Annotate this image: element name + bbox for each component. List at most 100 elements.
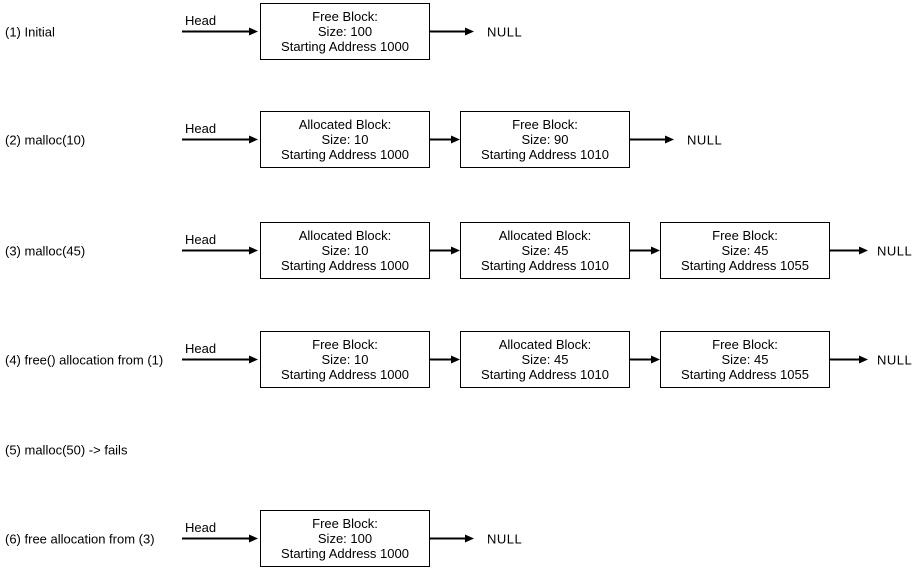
block-address: Starting Address 1055 [681, 258, 809, 273]
arrow-shaft [182, 138, 249, 141]
arrow-shaft [430, 30, 465, 33]
arrow-shaft [630, 138, 665, 141]
arrow-shaft [182, 358, 249, 361]
block-address: Starting Address 1000 [281, 546, 409, 561]
head-arrow [182, 355, 258, 364]
block-size: Size: 90 [521, 132, 569, 147]
block-address: Starting Address 1010 [481, 147, 609, 162]
block-size: Size: 45 [521, 243, 569, 258]
arrow-head-icon [651, 355, 660, 364]
step-label: (4) free() allocation from (1) [5, 352, 164, 367]
block-size: Size: 100 [317, 531, 373, 546]
arrow-head-icon [249, 534, 258, 543]
block-title: Allocated Block: [498, 228, 592, 243]
memory-block: Free Block: Size: 45 Starting Address 10… [660, 331, 830, 388]
block-title: Free Block: [312, 516, 378, 531]
head-arrow [182, 27, 258, 36]
step-label: (6) free allocation from (3) [5, 531, 155, 546]
head-label: Head [185, 340, 217, 356]
arrow-head-icon [859, 246, 868, 255]
block-address: Starting Address 1010 [481, 367, 609, 382]
next-arrow [430, 355, 460, 364]
next-arrow [430, 534, 474, 543]
arrow-head-icon [465, 27, 474, 36]
null-label: NULL [877, 243, 913, 258]
arrow-shaft [430, 358, 451, 361]
block-size: Size: 45 [721, 352, 769, 367]
head-label: Head [185, 519, 217, 535]
arrow-head-icon [451, 246, 460, 255]
block-title: Allocated Block: [298, 228, 392, 243]
next-arrow [630, 355, 660, 364]
block-title: Allocated Block: [298, 117, 392, 132]
null-label: NULL [487, 24, 523, 39]
head-arrow [182, 534, 258, 543]
arrow-shaft [630, 358, 651, 361]
arrow-shaft [182, 537, 249, 540]
head-pointer: Head [182, 510, 258, 567]
head-label: Head [185, 120, 217, 136]
step-label: (3) malloc(45) [5, 243, 86, 258]
arrow-head-icon [249, 135, 258, 144]
arrow-head-icon [249, 355, 258, 364]
arrow-head-icon [249, 27, 258, 36]
diagram-row-1: (1) Initial Head Free Block: Size: 100 S… [0, 3, 921, 60]
block-size: Size: 45 [721, 243, 769, 258]
memory-block: Allocated Block: Size: 45 Starting Addre… [460, 331, 630, 388]
arrow-shaft [430, 537, 465, 540]
arrow-head-icon [651, 246, 660, 255]
arrow-head-icon [665, 135, 674, 144]
head-arrow [182, 246, 258, 255]
block-address: Starting Address 1000 [281, 258, 409, 273]
head-pointer: Head [182, 3, 258, 60]
diagram-row-5: (5) malloc(50) -> fails [0, 421, 921, 478]
next-arrow [630, 135, 674, 144]
diagram-row-6: (6) free allocation from (3) Head Free B… [0, 510, 921, 567]
memory-block: Free Block: Size: 45 Starting Address 10… [660, 222, 830, 279]
next-arrow [430, 135, 460, 144]
block-size: Size: 10 [321, 243, 369, 258]
arrow-shaft [430, 138, 451, 141]
memory-block: Free Block: Size: 100 Starting Address 1… [260, 510, 430, 567]
block-title: Allocated Block: [498, 337, 592, 352]
head-pointer: Head [182, 222, 258, 279]
arrow-head-icon [451, 355, 460, 364]
step-label: (2) malloc(10) [5, 132, 86, 147]
next-arrow [830, 355, 868, 364]
memory-block: Allocated Block: Size: 10 Starting Addre… [260, 111, 430, 168]
block-title: Free Block: [712, 337, 778, 352]
head-label: Head [185, 231, 217, 247]
block-size: Size: 100 [317, 24, 373, 39]
head-pointer: Head [182, 111, 258, 168]
null-label: NULL [687, 132, 723, 147]
head-label: Head [185, 12, 217, 28]
arrow-shaft [830, 249, 859, 252]
memory-block: Free Block: Size: 90 Starting Address 10… [460, 111, 630, 168]
block-size: Size: 10 [321, 352, 369, 367]
next-arrow [830, 246, 868, 255]
arrow-head-icon [249, 246, 258, 255]
step-label: (1) Initial [5, 24, 55, 39]
block-title: Free Block: [312, 337, 378, 352]
block-address: Starting Address 1055 [681, 367, 809, 382]
arrow-shaft [182, 249, 249, 252]
diagram-row-4: (4) free() allocation from (1) Head Free… [0, 331, 921, 388]
block-address: Starting Address 1010 [481, 258, 609, 273]
block-title: Free Block: [512, 117, 578, 132]
block-title: Free Block: [712, 228, 778, 243]
memory-block: Free Block: Size: 10 Starting Address 10… [260, 331, 430, 388]
arrow-shaft [630, 249, 651, 252]
memory-block: Allocated Block: Size: 10 Starting Addre… [260, 222, 430, 279]
arrow-shaft [182, 30, 249, 33]
block-address: Starting Address 1000 [281, 147, 409, 162]
block-address: Starting Address 1000 [281, 367, 409, 382]
block-size: Size: 45 [521, 352, 569, 367]
null-label: NULL [487, 531, 523, 546]
block-address: Starting Address 1000 [281, 39, 409, 54]
arrow-shaft [430, 249, 451, 252]
arrow-head-icon [859, 355, 868, 364]
next-arrow [430, 246, 460, 255]
diagram-row-2: (2) malloc(10) Head Allocated Block: Siz… [0, 111, 921, 168]
block-title: Free Block: [312, 9, 378, 24]
